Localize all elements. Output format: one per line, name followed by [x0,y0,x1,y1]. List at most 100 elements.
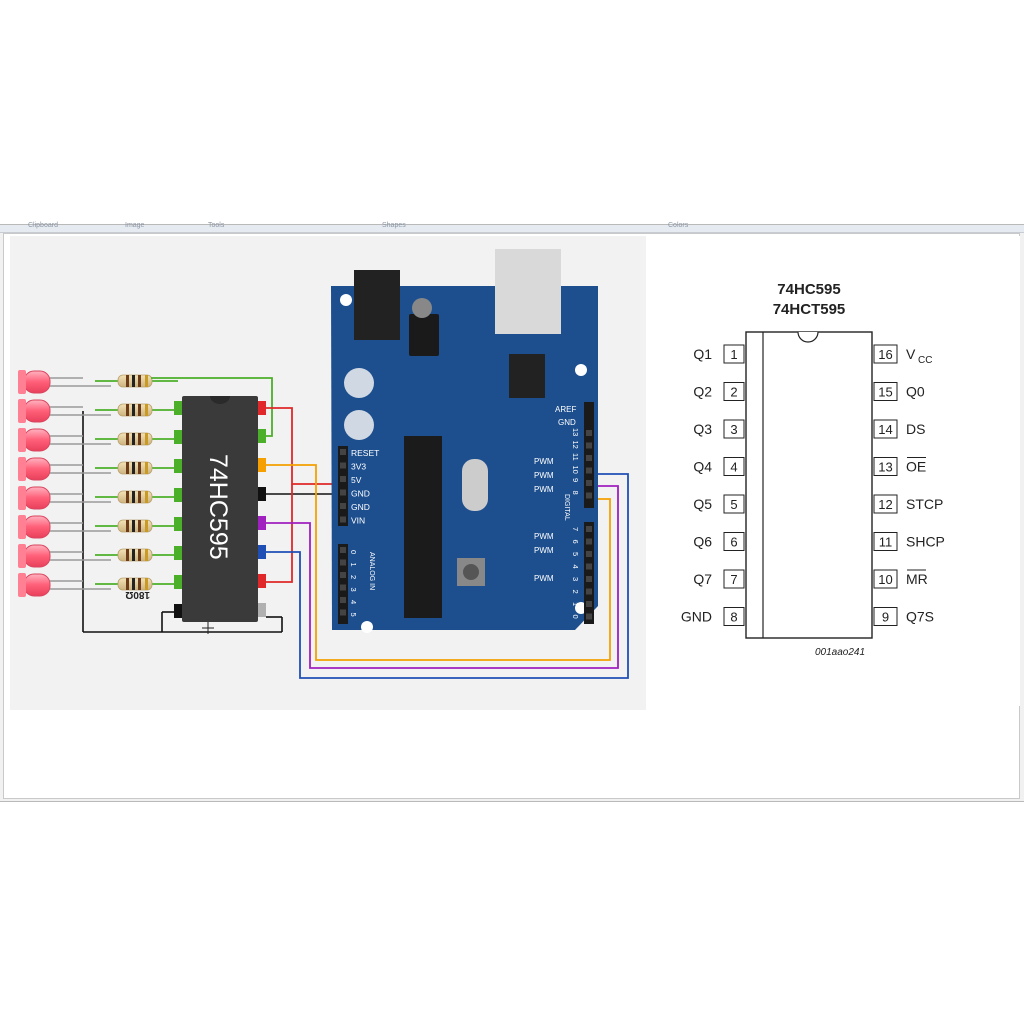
resistor-band [132,404,135,416]
capacitor-1 [344,368,374,398]
digital-pin-number: 3 [571,577,580,581]
led[interactable] [23,370,51,394]
red-wire-vcc [266,407,340,485]
resistor-band [132,375,135,387]
analog-pin-label: 2 [349,575,358,579]
right-pin-number: 13 [878,460,892,475]
orange-wire-ds [266,464,611,661]
power-pin-socket [340,476,346,482]
resistor-band [145,491,148,503]
red-wires [266,407,340,583]
analog-pin-label: 4 [349,600,358,604]
led[interactable] [23,399,51,423]
left-pin-row: 2Q2 [693,382,745,401]
left-pin-box [723,382,745,401]
chip-left-pin [174,488,182,502]
chip-left-pin [174,459,182,473]
led-rows [18,370,178,597]
left-pin-number: 3 [730,422,737,437]
right-pin-box [873,419,898,439]
led-rim [18,399,26,423]
left-pin-row: 5Q5 [693,494,745,514]
analog-pin-socket [340,584,346,591]
chip-left-pin [174,401,182,415]
ribbon-group-tools[interactable]: Tools [208,222,225,229]
led[interactable] [23,457,51,481]
digital-pin-socket [586,563,592,570]
analog-in-label: ANALOG IN [368,552,375,590]
ribbon-group-clipboard[interactable]: Clipboard [28,222,58,229]
left-pin-box [723,344,745,364]
capacitor-2 [344,410,374,440]
right-pin-name: OE [906,459,926,475]
digital-pin-number: 13 [571,428,580,436]
digital-pin-socket [586,526,592,532]
right-pin-box [873,382,898,401]
resistor-band [145,578,148,590]
right-pin-number: 10 [878,572,892,587]
power-pin-label: 3V3 [351,462,366,472]
ribbon-group-image[interactable]: Image [125,222,145,229]
right-pin-box [873,607,898,626]
resistor-band [126,549,129,561]
shift-register-chip[interactable]: 74HC595 [174,396,266,622]
analog-pin-socket [340,572,346,578]
digital-pin-number: 9 [571,478,580,482]
resistor-band [132,433,135,445]
left-pin-number: 8 [730,610,737,625]
analog-pin-socket [340,609,346,616]
led-row [18,486,178,510]
digital-pin-socket [586,455,592,461]
aref-label: AREF [555,405,576,414]
left-pin-name: GND [681,609,712,625]
left-pin-box [723,569,745,589]
left-pin-number: 1 [730,347,737,362]
chip-pin-q7s [258,603,266,617]
right-pin-name: MR [906,571,928,587]
usb-connector [495,249,561,334]
led-rim [18,486,26,510]
led[interactable] [23,486,51,510]
left-pin-name: Q4 [693,459,712,475]
ribbon-group-shapes[interactable]: Shapes [382,222,406,229]
ribbon-group-colors[interactable]: Colors [668,222,689,229]
right-pin-box [873,494,898,514]
led-rim [18,515,26,539]
digital-pin-number: 11 [571,453,580,461]
led-row [18,457,178,481]
digital-pin-socket [586,613,592,620]
chip-body [182,396,258,622]
regulator-tab [412,298,432,318]
led-rim [18,428,26,452]
led[interactable] [23,544,51,568]
left-pin-number: 6 [730,535,737,550]
chip-label: 74HC595 [204,454,232,560]
led[interactable] [23,573,51,597]
analog-pin-socket [340,547,346,553]
digital-pin-socket [586,467,592,474]
right-pin-name: Q7S [906,609,934,625]
resistor-band [138,549,141,561]
mount-hole-1 [340,294,352,306]
resistor-band [126,520,129,532]
left-pin-row: 3Q3 [693,419,745,439]
resistor-band [126,433,129,445]
resistor-band [132,462,135,474]
right-pin-number: 12 [878,497,892,512]
digital-pin-number: 5 [571,552,580,556]
pwm-label-9: PWM [534,485,554,494]
digital-pin-number: 12 [571,441,580,449]
led[interactable] [23,515,51,539]
left-pin-name: Q6 [693,534,712,550]
led[interactable] [23,428,51,452]
chip-pin-vcc [258,401,266,415]
analog-pin-label: 1 [349,563,358,567]
right-pin-number: 11 [879,535,893,550]
blue-wire-shcp [266,473,629,679]
mount-hole-3 [575,364,587,376]
green-wires [151,377,273,437]
